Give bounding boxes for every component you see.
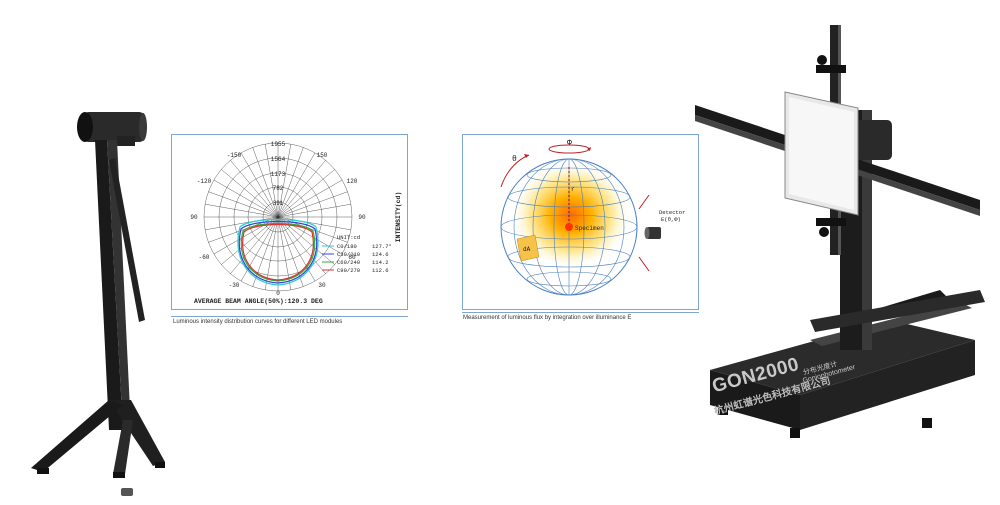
angle-label-30: 30 xyxy=(318,282,326,289)
angle-label-m60: -60 xyxy=(199,254,210,261)
polar-spoke xyxy=(277,203,351,218)
polar-spoke xyxy=(277,179,343,218)
detector-label: Detector xyxy=(659,209,685,216)
angle-label-60: 60 xyxy=(348,254,356,261)
legend-item-c90: C90/270 112.6 xyxy=(322,267,389,274)
polar-spoke xyxy=(205,216,279,231)
polar-spoke xyxy=(277,216,351,231)
specimen-label: Specimen xyxy=(575,225,604,232)
polar-spoke xyxy=(230,216,279,274)
polar-spoke xyxy=(277,160,326,218)
svg-text:124.6: 124.6 xyxy=(372,251,389,258)
angle-label-m120: -120 xyxy=(197,178,212,185)
angle-label-150: 150 xyxy=(317,152,328,159)
theta-label: θ xyxy=(512,155,517,164)
da-label: dA xyxy=(523,246,531,253)
sphere-diagram-panel: Φ θ r Specimen dA Detector E(θ,Φ) xyxy=(462,134,699,310)
polar-spoke xyxy=(252,147,279,218)
curve-c90 xyxy=(242,223,314,281)
angle-label-120: 120 xyxy=(347,178,358,185)
sphere-panel-divider xyxy=(462,312,699,313)
polar-spoke xyxy=(277,216,343,255)
polar-spoke xyxy=(213,216,279,255)
svg-text:C90/270: C90/270 xyxy=(337,267,360,274)
angle-label-0: 0 xyxy=(276,290,280,297)
sphere-diagram: Φ θ r Specimen dA Detector E(θ,Φ) xyxy=(500,139,685,296)
legend-item-c0: C0/180 127.7° xyxy=(322,243,392,250)
radial-label-391: 391 xyxy=(273,200,284,207)
svg-text:112.6: 112.6 xyxy=(372,267,389,274)
radial-label-1564: 1564 xyxy=(271,156,286,163)
legend-item-c30: C30/210 124.6 xyxy=(322,251,389,258)
goniophotometer: GON2000 分布光度计 Goniophotometer 杭州虹谱光色科技有限… xyxy=(690,20,990,490)
polar-spoke xyxy=(277,144,292,218)
curve-c60 xyxy=(240,222,316,282)
polar-spoke xyxy=(230,160,279,218)
curve-c0 xyxy=(237,218,319,286)
polar-spoke xyxy=(213,179,279,218)
radial-label-1173: 1173 xyxy=(271,171,286,178)
svg-text:C60/240: C60/240 xyxy=(337,259,360,266)
detector-stand xyxy=(25,100,175,500)
polar-spoke xyxy=(277,191,348,218)
polar-spoke xyxy=(277,147,304,218)
polar-spoke xyxy=(264,144,279,218)
polar-spoke xyxy=(221,169,279,218)
polar-panel-divider xyxy=(171,316,408,317)
polar-spoke xyxy=(208,216,279,243)
polar-spoke xyxy=(208,191,279,218)
polar-caption: Luminous intensity distribution curves f… xyxy=(173,319,343,325)
polar-diagram: 1955 1564 1173 782 391 -150 150 -120 120… xyxy=(190,141,402,305)
polar-spoke xyxy=(277,216,326,274)
polar-spoke xyxy=(277,169,335,218)
r-label: r xyxy=(571,186,575,193)
svg-text:C30/210: C30/210 xyxy=(337,251,360,258)
curve-c30 xyxy=(238,220,318,284)
polar-spoke xyxy=(205,203,279,218)
legend-item-c60: C60/240 114.2 xyxy=(322,259,389,266)
polar-spoke xyxy=(277,216,348,243)
polar-spoke xyxy=(277,152,316,218)
svg-text:127.7°: 127.7° xyxy=(372,243,392,250)
angle-label-90-right: 90 xyxy=(358,214,366,221)
sphere-caption: Measurement of luminous flux by integrat… xyxy=(463,315,632,321)
angle-label-90-left: 90 xyxy=(190,214,198,221)
unit-label: UNIT:cd xyxy=(337,234,360,241)
phi-label: Φ xyxy=(567,139,572,148)
angle-label-m30: -30 xyxy=(229,282,240,289)
svg-text:C0/180: C0/180 xyxy=(337,243,357,250)
beam-angle-label: AVERAGE BEAM ANGLE(50%):120.3 DEG xyxy=(194,298,323,305)
detector-coord: E(θ,Φ) xyxy=(661,216,681,223)
intensity-axis-label: INTENSITY(cd) xyxy=(395,192,402,243)
polar-spoke xyxy=(240,152,279,218)
radial-label-782: 782 xyxy=(273,185,284,192)
svg-text:114.2: 114.2 xyxy=(372,259,389,266)
polar-diagram-panel: 1955 1564 1173 782 391 -150 150 -120 120… xyxy=(171,134,408,310)
radial-label-1955: 1955 xyxy=(271,141,286,148)
angle-label-m150: -150 xyxy=(227,152,242,159)
